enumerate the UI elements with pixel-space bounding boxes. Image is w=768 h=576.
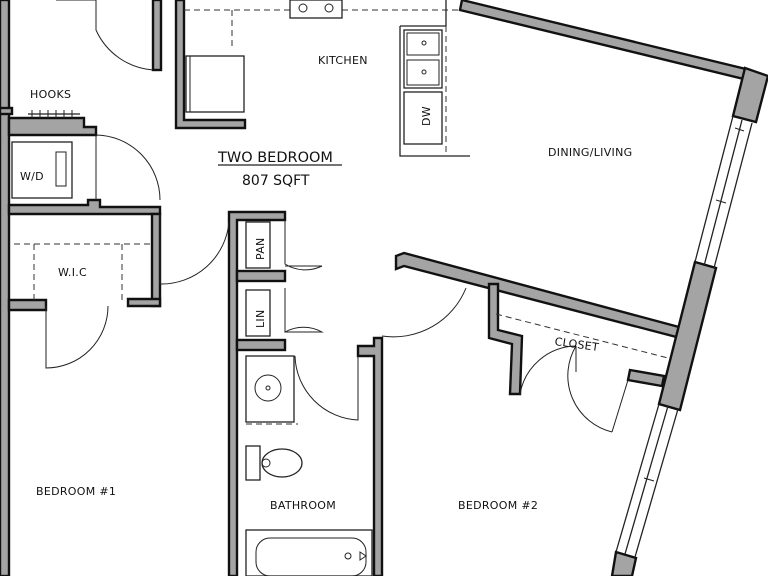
label-kitchen: KITCHEN xyxy=(318,54,368,67)
label-bedroom-2: BEDROOM #2 xyxy=(458,499,538,512)
hooks-icon xyxy=(28,110,80,118)
label-hooks: HOOKS xyxy=(30,88,71,101)
plan-area: 807 SQFT xyxy=(242,173,310,189)
fixtures xyxy=(11,0,669,576)
refrigerator-icon xyxy=(185,55,245,113)
labels: KITCHEN HOOKS W/D W.I.C DINING/LIVING BE… xyxy=(20,54,632,512)
label-dishwasher: DW xyxy=(420,106,433,126)
label-bedroom-1: BEDROOM #1 xyxy=(36,485,116,498)
windows xyxy=(615,115,753,558)
vanity-icon xyxy=(245,355,295,423)
label-dining-living: DINING/LIVING xyxy=(548,146,632,159)
linen-shelf xyxy=(245,289,271,337)
doors xyxy=(45,0,629,433)
dishwasher-icon xyxy=(403,91,443,145)
toilet-icon xyxy=(245,445,303,481)
washer-dryer-icon xyxy=(11,141,73,199)
pantry-shelf xyxy=(245,221,271,269)
label-wic: W.I.C xyxy=(58,266,87,279)
label-wd: W/D xyxy=(20,170,44,183)
label-bathroom: BATHROOM xyxy=(270,499,336,512)
sink-icon xyxy=(403,29,443,89)
label-linen: LIN xyxy=(254,309,267,328)
plan-title: TWO BEDROOM xyxy=(217,150,333,166)
bathtub-icon xyxy=(245,529,373,576)
range-icon xyxy=(289,0,343,19)
label-closet: CLOSET xyxy=(554,335,600,354)
label-pantry: PAN xyxy=(254,237,267,260)
